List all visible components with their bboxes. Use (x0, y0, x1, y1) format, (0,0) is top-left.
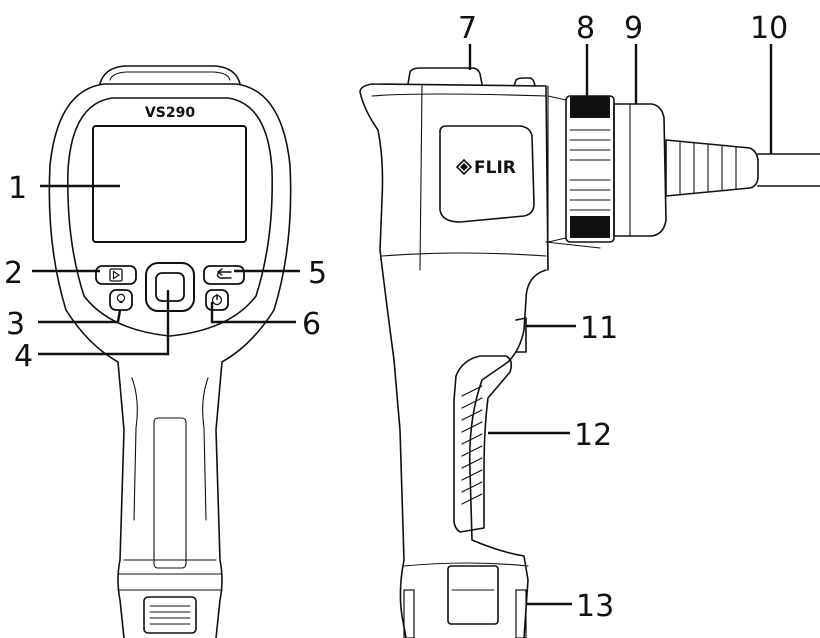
joystick-icon (155, 272, 185, 302)
side-view: FLIR (359, 67, 820, 638)
connector-head (613, 103, 667, 237)
focus-ring (565, 95, 615, 243)
callout-10: 10 (750, 11, 788, 46)
leader-lines (32, 44, 773, 606)
power-icon (211, 294, 223, 306)
back-icon (216, 268, 232, 279)
callout-5: 5 (308, 256, 327, 291)
side-housing (359, 83, 549, 638)
flir-logo-icon (455, 158, 473, 176)
model-label: VS290 (145, 105, 195, 121)
trigger (515, 317, 527, 353)
callout-labels: 1 2 3 4 5 6 7 8 9 10 11 12 13 (4, 11, 788, 624)
joystick-button[interactable] (145, 262, 195, 312)
lamp-icon (116, 293, 126, 304)
callout-1: 1 (8, 171, 27, 206)
brand-label: FLIR (474, 158, 516, 178)
callout-7: 7 (458, 11, 477, 46)
battery-cover (447, 565, 499, 625)
callout-6: 6 (302, 307, 321, 342)
display-screen (92, 125, 247, 243)
callout-13: 13 (576, 589, 614, 624)
power-button[interactable] (205, 289, 229, 311)
back-button[interactable] (203, 265, 245, 285)
callout-9: 9 (624, 11, 643, 46)
battery-latch (143, 596, 197, 634)
cable-strain-relief (665, 139, 759, 197)
lamp-button[interactable] (109, 289, 133, 311)
callout-8: 8 (576, 11, 595, 46)
grip-ribs (461, 385, 483, 505)
playback-icon (109, 268, 123, 282)
callout-3: 3 (6, 307, 25, 342)
logo-badge (439, 125, 535, 223)
front-view: VS290 (48, 65, 292, 638)
grip-panel (453, 355, 513, 533)
callout-4: 4 (14, 339, 33, 374)
playback-button[interactable] (95, 265, 137, 285)
front-housing (48, 83, 292, 638)
callout-12: 12 (574, 418, 612, 453)
cable (757, 153, 820, 187)
callout-2: 2 (4, 256, 23, 291)
callout-11: 11 (580, 311, 618, 346)
